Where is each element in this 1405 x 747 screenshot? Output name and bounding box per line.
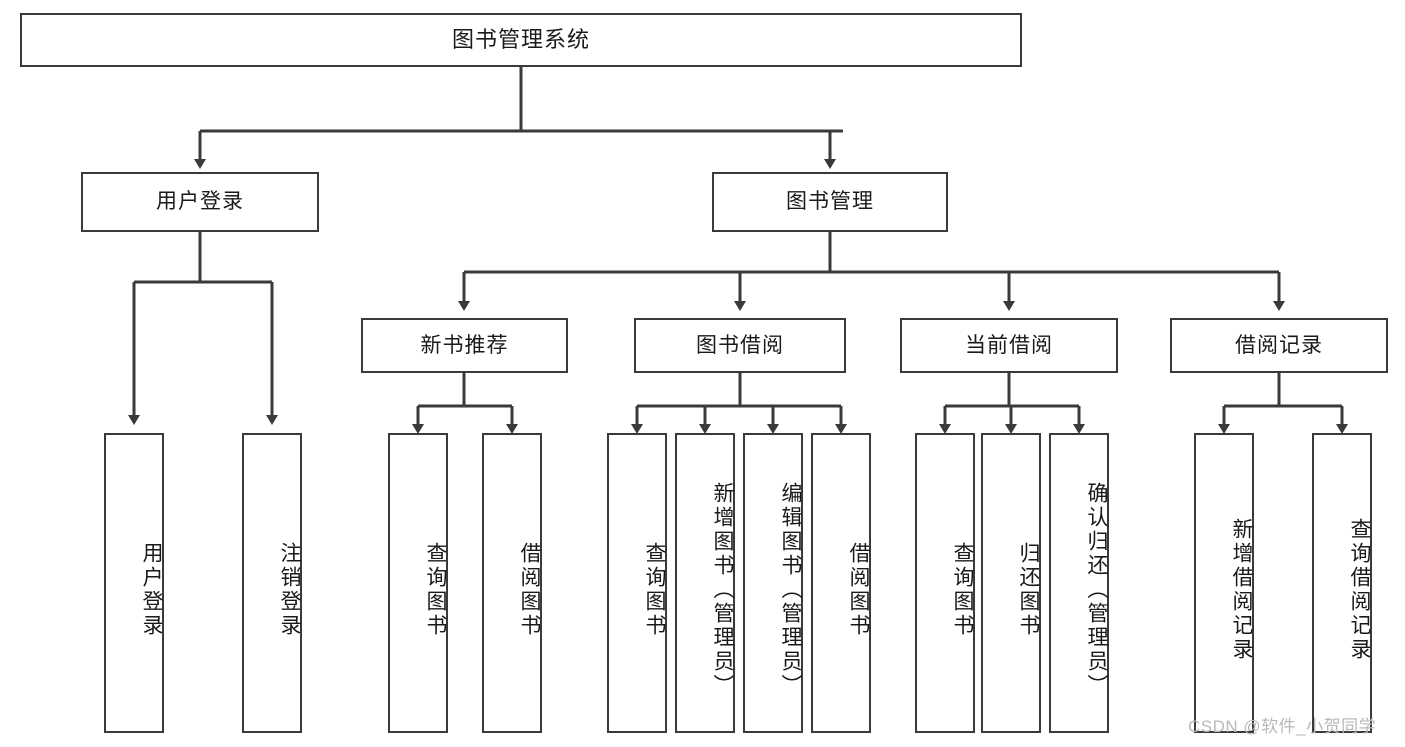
node-book-borrow[interactable]: 图书借阅 xyxy=(634,318,846,373)
node-book-borrow-label: 图书借阅 xyxy=(696,333,784,357)
node-leaf-query-record-label: 查询借阅记录 xyxy=(1348,518,1371,662)
node-new-book-recommend[interactable]: 新书推荐 xyxy=(361,318,568,373)
node-leaf-query-book-2-label: 查询图书 xyxy=(643,542,666,638)
node-leaf-logout[interactable]: 注销登录 xyxy=(242,433,302,733)
node-leaf-add-record[interactable]: 新增借阅记录 xyxy=(1194,433,1254,733)
node-leaf-borrow-book-1-label: 借阅图书 xyxy=(518,542,541,638)
node-leaf-borrow-book-2[interactable]: 借阅图书 xyxy=(811,433,871,733)
node-leaf-user-login[interactable]: 用户登录 xyxy=(104,433,164,733)
node-new-book-recommend-label: 新书推荐 xyxy=(420,333,509,357)
node-leaf-query-book-1-label: 查询图书 xyxy=(424,542,447,638)
node-user-login-label: 用户登录 xyxy=(156,190,244,214)
node-borrow-record[interactable]: 借阅记录 xyxy=(1170,318,1388,373)
node-leaf-add-record-label: 新增借阅记录 xyxy=(1230,518,1253,662)
node-leaf-add-book[interactable]: 新增图书（管理员） xyxy=(675,433,735,733)
node-leaf-query-book-2[interactable]: 查询图书 xyxy=(607,433,667,733)
node-leaf-add-book-label: 新增图书（管理员） xyxy=(711,482,734,698)
node-leaf-user-login-label: 用户登录 xyxy=(140,542,163,638)
node-leaf-borrow-book-1[interactable]: 借阅图书 xyxy=(482,433,542,733)
node-leaf-query-book-1[interactable]: 查询图书 xyxy=(388,433,448,733)
node-user-login[interactable]: 用户登录 xyxy=(81,172,319,232)
node-book-manage-label: 图书管理 xyxy=(786,190,874,214)
node-book-manage[interactable]: 图书管理 xyxy=(712,172,948,232)
node-current-borrow[interactable]: 当前借阅 xyxy=(900,318,1118,373)
node-leaf-return-book-label: 归还图书 xyxy=(1017,542,1040,638)
node-leaf-edit-book[interactable]: 编辑图书（管理员） xyxy=(743,433,803,733)
node-root-label: 图书管理系统 xyxy=(451,26,590,52)
node-leaf-query-record[interactable]: 查询借阅记录 xyxy=(1312,433,1372,733)
node-leaf-edit-book-label: 编辑图书（管理员） xyxy=(779,482,802,698)
node-root[interactable]: 图书管理系统 xyxy=(20,13,1022,67)
node-leaf-logout-label: 注销登录 xyxy=(278,542,301,638)
node-leaf-query-book-3[interactable]: 查询图书 xyxy=(915,433,975,733)
node-leaf-confirm-return[interactable]: 确认归还（管理员） xyxy=(1049,433,1109,733)
csdn-watermark: CSDN @软件_小贺同学 xyxy=(1188,717,1377,736)
node-leaf-query-book-3-label: 查询图书 xyxy=(951,542,974,638)
node-leaf-confirm-return-label: 确认归还（管理员） xyxy=(1085,482,1108,698)
node-leaf-return-book[interactable]: 归还图书 xyxy=(981,433,1041,733)
node-current-borrow-label: 当前借阅 xyxy=(965,333,1053,357)
node-borrow-record-label: 借阅记录 xyxy=(1235,333,1323,357)
node-leaf-borrow-book-2-label: 借阅图书 xyxy=(847,542,870,638)
